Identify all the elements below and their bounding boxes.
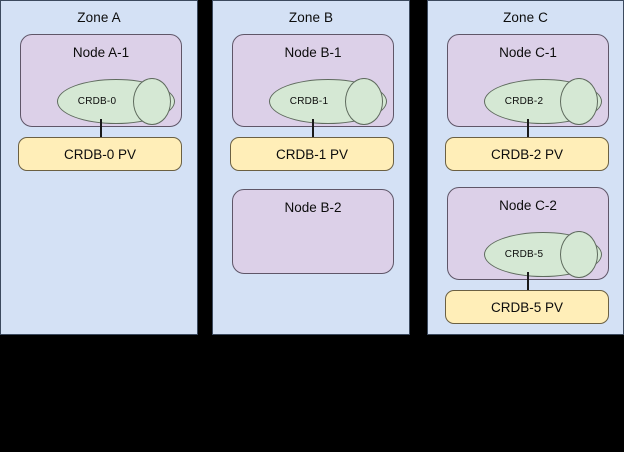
pv-crdb-1: CRDB-1 PV [230, 137, 394, 171]
pv-crdb-5: CRDB-5 PV [445, 290, 609, 324]
node-b-1-label: Node B-1 [284, 45, 342, 60]
pod-crdb-1: CRDB-1 [269, 78, 387, 125]
zone-b-label: Zone B [288, 10, 334, 25]
pv-crdb-2: CRDB-2 PV [445, 137, 609, 171]
connector-node-b-1-to-pv [312, 119, 314, 138]
pv-crdb-2-label: CRDB-2 PV [490, 146, 563, 162]
node-c-1: Node C-1 CRDB-2 [447, 34, 609, 127]
zone-a-label: Zone A [77, 10, 121, 25]
node-c-1-label: Node C-1 [499, 45, 557, 60]
node-c-2-label: Node C-2 [499, 198, 557, 213]
cylinder-cap [560, 78, 598, 125]
pod-crdb-5-label: CRDB-5 [504, 249, 544, 260]
pv-crdb-1-label: CRDB-1 PV [275, 146, 348, 162]
pv-crdb-0-label: CRDB-0 PV [63, 146, 136, 162]
cylinder-cap [133, 78, 171, 125]
node-a-1: Node A-1 CRDB-0 [20, 34, 182, 127]
node-a-1-label: Node A-1 [72, 45, 130, 60]
pod-crdb-5: CRDB-5 [484, 231, 602, 278]
pod-crdb-2-label: CRDB-2 [504, 96, 544, 107]
node-b-2-label: Node B-2 [284, 200, 342, 215]
pv-crdb-5-label: CRDB-5 PV [490, 299, 563, 315]
pod-crdb-0-label: CRDB-0 [77, 96, 117, 107]
zone-c: Zone C Node C-1 CRDB-2 CRDB-2 PV Node C-… [427, 0, 624, 335]
pv-crdb-0: CRDB-0 PV [18, 137, 182, 171]
zone-c-label: Zone C [503, 10, 548, 25]
node-b-2: Node B-2 [232, 189, 394, 274]
zone-b: Zone B Node B-1 CRDB-1 CRDB-1 PV Node B-… [212, 0, 410, 335]
connector-node-a-1-to-pv [100, 119, 102, 138]
cylinder-cap [560, 231, 598, 278]
pod-crdb-2: CRDB-2 [484, 78, 602, 125]
connector-node-c-1-to-pv [527, 119, 529, 138]
connector-node-c-2-to-pv [527, 272, 529, 291]
cylinder-cap [345, 78, 383, 125]
pod-crdb-0: CRDB-0 [57, 78, 175, 125]
zone-a: Zone A Node A-1 CRDB-0 CRDB-0 PV [0, 0, 198, 335]
pod-crdb-1-label: CRDB-1 [289, 96, 329, 107]
node-b-1: Node B-1 CRDB-1 [232, 34, 394, 127]
node-c-2: Node C-2 CRDB-5 [447, 187, 609, 280]
